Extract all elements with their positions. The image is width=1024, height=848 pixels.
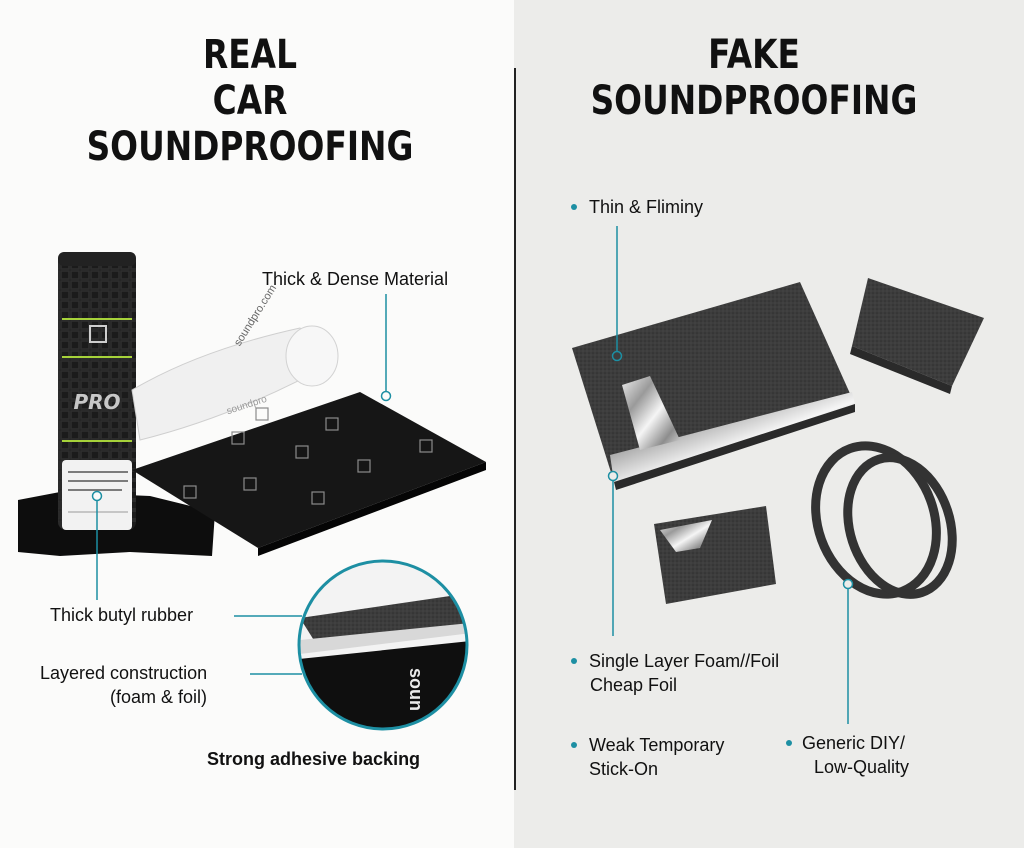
fake-title-line2: SOUNDPROOFING (590, 78, 918, 124)
bullet-weak (571, 742, 577, 748)
fake-title-line1: FAKE (708, 32, 800, 78)
label-generic-2: Low-Quality (814, 757, 910, 777)
real-title: REAL CAR SOUNDPROOFING (45, 32, 455, 170)
label-thin: Thin & Fliminy (589, 197, 704, 217)
right-callout-lines (607, 226, 854, 724)
fake-foam-square (654, 506, 776, 604)
bullet-thin (571, 204, 577, 210)
label-thick-dense: Thick & Dense Material (262, 269, 449, 289)
label-weak-1: Weak Temporary (589, 735, 725, 755)
closeup-text: soun (406, 668, 426, 711)
can-badge: PRO (73, 390, 121, 414)
layer-closeup (297, 559, 469, 731)
label-butyl: Thick butyl rubber (50, 605, 194, 625)
label-layered-2: (foam & foil) (110, 687, 208, 707)
label-adhesive: Strong adhesive backing (207, 749, 421, 769)
bullet-single (571, 658, 577, 664)
left-callout-lines (91, 294, 392, 675)
label-single-2: Cheap Foil (590, 675, 678, 695)
fake-foam-block (850, 278, 984, 394)
label-single-1: Single Layer Foam//Foil (589, 651, 780, 671)
sound-mat (131, 325, 486, 556)
label-generic-1: Generic DIY/ (802, 733, 906, 753)
real-title-line2: CAR SOUNDPROOFING (86, 78, 414, 170)
label-weak-2: Stick-On (589, 759, 659, 779)
fake-foam-sheet (572, 282, 855, 490)
fake-title: FAKE SOUNDPROOFING (557, 32, 951, 124)
label-layered-1: Layered construction (40, 663, 208, 683)
bullet-generic (786, 740, 792, 746)
center-divider (514, 68, 516, 790)
fake-foam-ring (811, 441, 957, 599)
real-title-line1: REAL (203, 32, 297, 78)
